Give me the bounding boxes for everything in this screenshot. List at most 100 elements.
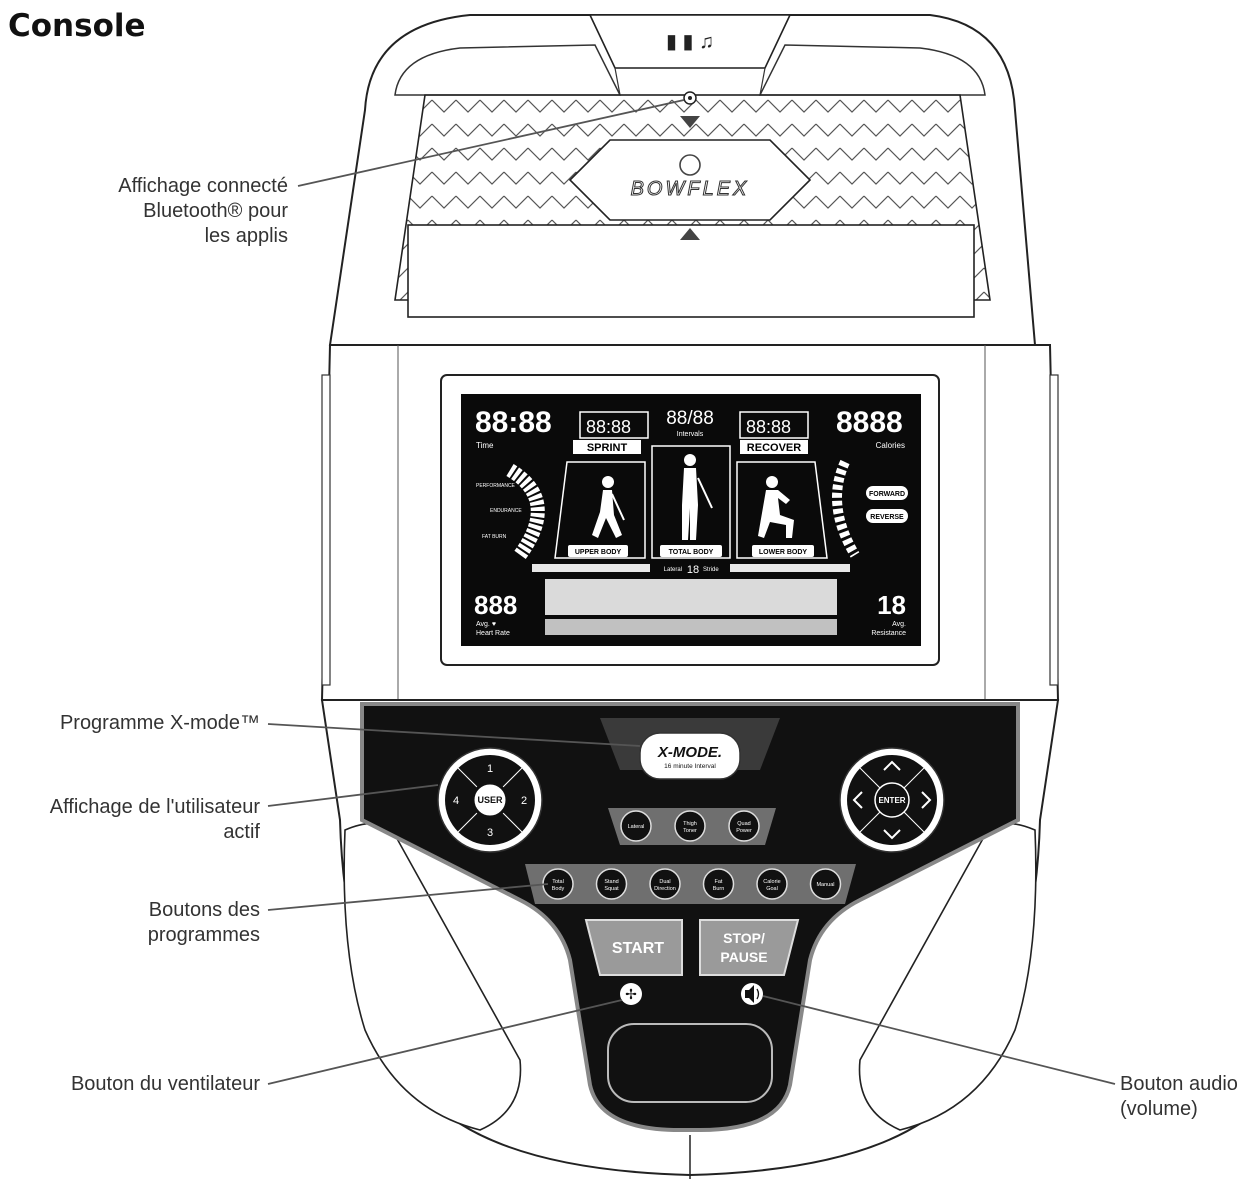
lcd-lateral-label: Lateral — [664, 567, 682, 573]
lcd-reverse-label: REVERSE — [870, 514, 904, 521]
program-button[interactable]: Manual — [809, 868, 842, 900]
callout-text: (volume) — [1120, 1098, 1198, 1120]
callout-text: Boutons des — [148, 899, 260, 921]
xmode-button[interactable]: X-MODE. 16 minute Interval — [639, 732, 741, 780]
lcd-sprint-digits: 88:88 — [586, 417, 631, 437]
arrow-left-icon — [852, 791, 863, 809]
program-button-label: Power — [736, 828, 752, 834]
lcd-calories-digits: 8888 — [836, 406, 903, 439]
lcd-recover-digits: 88:88 — [746, 417, 791, 437]
callout-text: Bouton audio — [1120, 1073, 1238, 1095]
lcd-stride-label: Stride — [703, 567, 719, 573]
lcd-figure-lower — [758, 476, 794, 538]
lcd-figure-upper — [592, 476, 625, 538]
audio-button[interactable] — [741, 983, 763, 1005]
arrow-down-icon — [883, 829, 901, 840]
xmode-subtitle: 16 minute Interval — [664, 763, 716, 770]
lcd-sprint-label: SPRINT — [587, 442, 628, 454]
lcd-figure-total — [682, 454, 713, 540]
callout-text: programmes — [147, 924, 260, 946]
callout-text: actif — [223, 821, 260, 843]
page-title: Console — [8, 8, 146, 44]
user-2-label: 2 — [521, 795, 527, 807]
stop-button-label-1: STOP/ — [723, 930, 765, 946]
arrow-up-icon — [883, 760, 901, 771]
handset-recess — [607, 1023, 773, 1103]
enter-button-label: ENTER — [878, 796, 905, 805]
lcd-recover-label: RECOVER — [747, 442, 801, 454]
program-button-label: Thigh — [683, 821, 697, 827]
lcd-forward-label: FORWARD — [869, 491, 905, 498]
program-button-label: Calorie — [763, 879, 780, 885]
callout-fan: Bouton du ventilateur — [20, 1072, 260, 1097]
program-button-label: Burn — [713, 886, 725, 892]
program-button-label: Total — [552, 879, 564, 885]
callout-text: Bluetooth® pour — [143, 200, 288, 222]
xmode-logo: X-MODE. — [657, 744, 722, 761]
callout-text: Affichage connecté — [118, 175, 288, 197]
lcd-intervals-label: Intervals — [677, 431, 704, 438]
lcd-zone-fatburn: FAT BURN — [482, 534, 507, 540]
brand-name: BOWFLEX — [631, 178, 750, 200]
speaker-icon — [745, 985, 754, 1003]
user-button-label: USER — [477, 795, 503, 805]
program-button-label: Goal — [766, 886, 778, 892]
lcd-zone-performance: PERFORMANCE — [476, 483, 516, 489]
callout-bluetooth: Affichage connecté Bluetooth® pour les a… — [60, 174, 288, 249]
start-button-label: START — [612, 940, 664, 957]
program-button-label: Quad — [737, 821, 750, 827]
lcd-resistance-digits: 18 — [877, 590, 906, 620]
program-button-label: Fat — [715, 879, 723, 885]
callout-text: les applis — [204, 225, 288, 247]
lcd-total-body-label: TOTAL BODY — [669, 549, 714, 556]
lcd-resistance-label-1: Avg. — [892, 621, 906, 628]
program-button-label: Manual — [816, 882, 834, 888]
program-button-label: Direction — [654, 886, 676, 892]
lcd-hr-digits: 888 — [474, 590, 517, 620]
callout-text: Programme X-mode™ — [59, 712, 260, 734]
callout-user: Affichage de l'utilisateur actif — [10, 795, 260, 845]
callout-text: Affichage de l'utilisateur — [49, 796, 260, 818]
user-pad[interactable]: USER 1 2 3 4 — [437, 747, 543, 853]
program-button-label: Lateral — [628, 824, 645, 830]
lcd-stride-digits: 18 — [687, 564, 699, 576]
program-button-label: Dual — [659, 879, 670, 885]
callout-programs: Boutons des programmes — [60, 898, 260, 948]
nav-pad[interactable]: ENTER — [839, 747, 945, 853]
lcd-time-digits: 88:88 — [475, 406, 552, 439]
lcd-calories-label: Calories — [876, 441, 905, 450]
lcd-hr-label-1: Avg. ♥ — [476, 621, 496, 628]
callout-text: Bouton du ventilateur — [70, 1073, 260, 1095]
stop-pause-button[interactable]: STOP/ PAUSE — [699, 919, 800, 976]
user-3-label: 3 — [487, 827, 493, 839]
stop-button-label-2: PAUSE — [720, 949, 767, 965]
user-4-label: 4 — [453, 795, 459, 807]
arrow-right-icon — [921, 791, 932, 809]
lcd-time-label: Time — [476, 441, 494, 450]
lcd-upper-body-label: UPPER BODY — [575, 549, 622, 556]
user-1-label: 1 — [487, 763, 493, 775]
callout-xmode: Programme X-mode™ — [20, 711, 260, 736]
fan-icon: ✢ — [625, 986, 637, 1002]
lcd-bar-graph — [545, 579, 837, 615]
program-button[interactable]: Lateral — [620, 810, 652, 842]
lcd-intervals-digits: 88/88 — [666, 408, 714, 429]
lcd-lower-body-label: LOWER BODY — [759, 549, 808, 556]
fan-button[interactable]: ✢ — [620, 983, 642, 1005]
program-button-label: Body — [552, 886, 565, 892]
start-button[interactable]: START — [584, 919, 683, 976]
lcd-hr-label-2: Heart Rate — [476, 630, 510, 637]
callout-audio: Bouton audio (volume) — [1120, 1072, 1245, 1122]
program-button-label: Toner — [683, 828, 697, 834]
bluetooth-indicator-icons: ▮ ▮ ♫ — [666, 31, 714, 53]
